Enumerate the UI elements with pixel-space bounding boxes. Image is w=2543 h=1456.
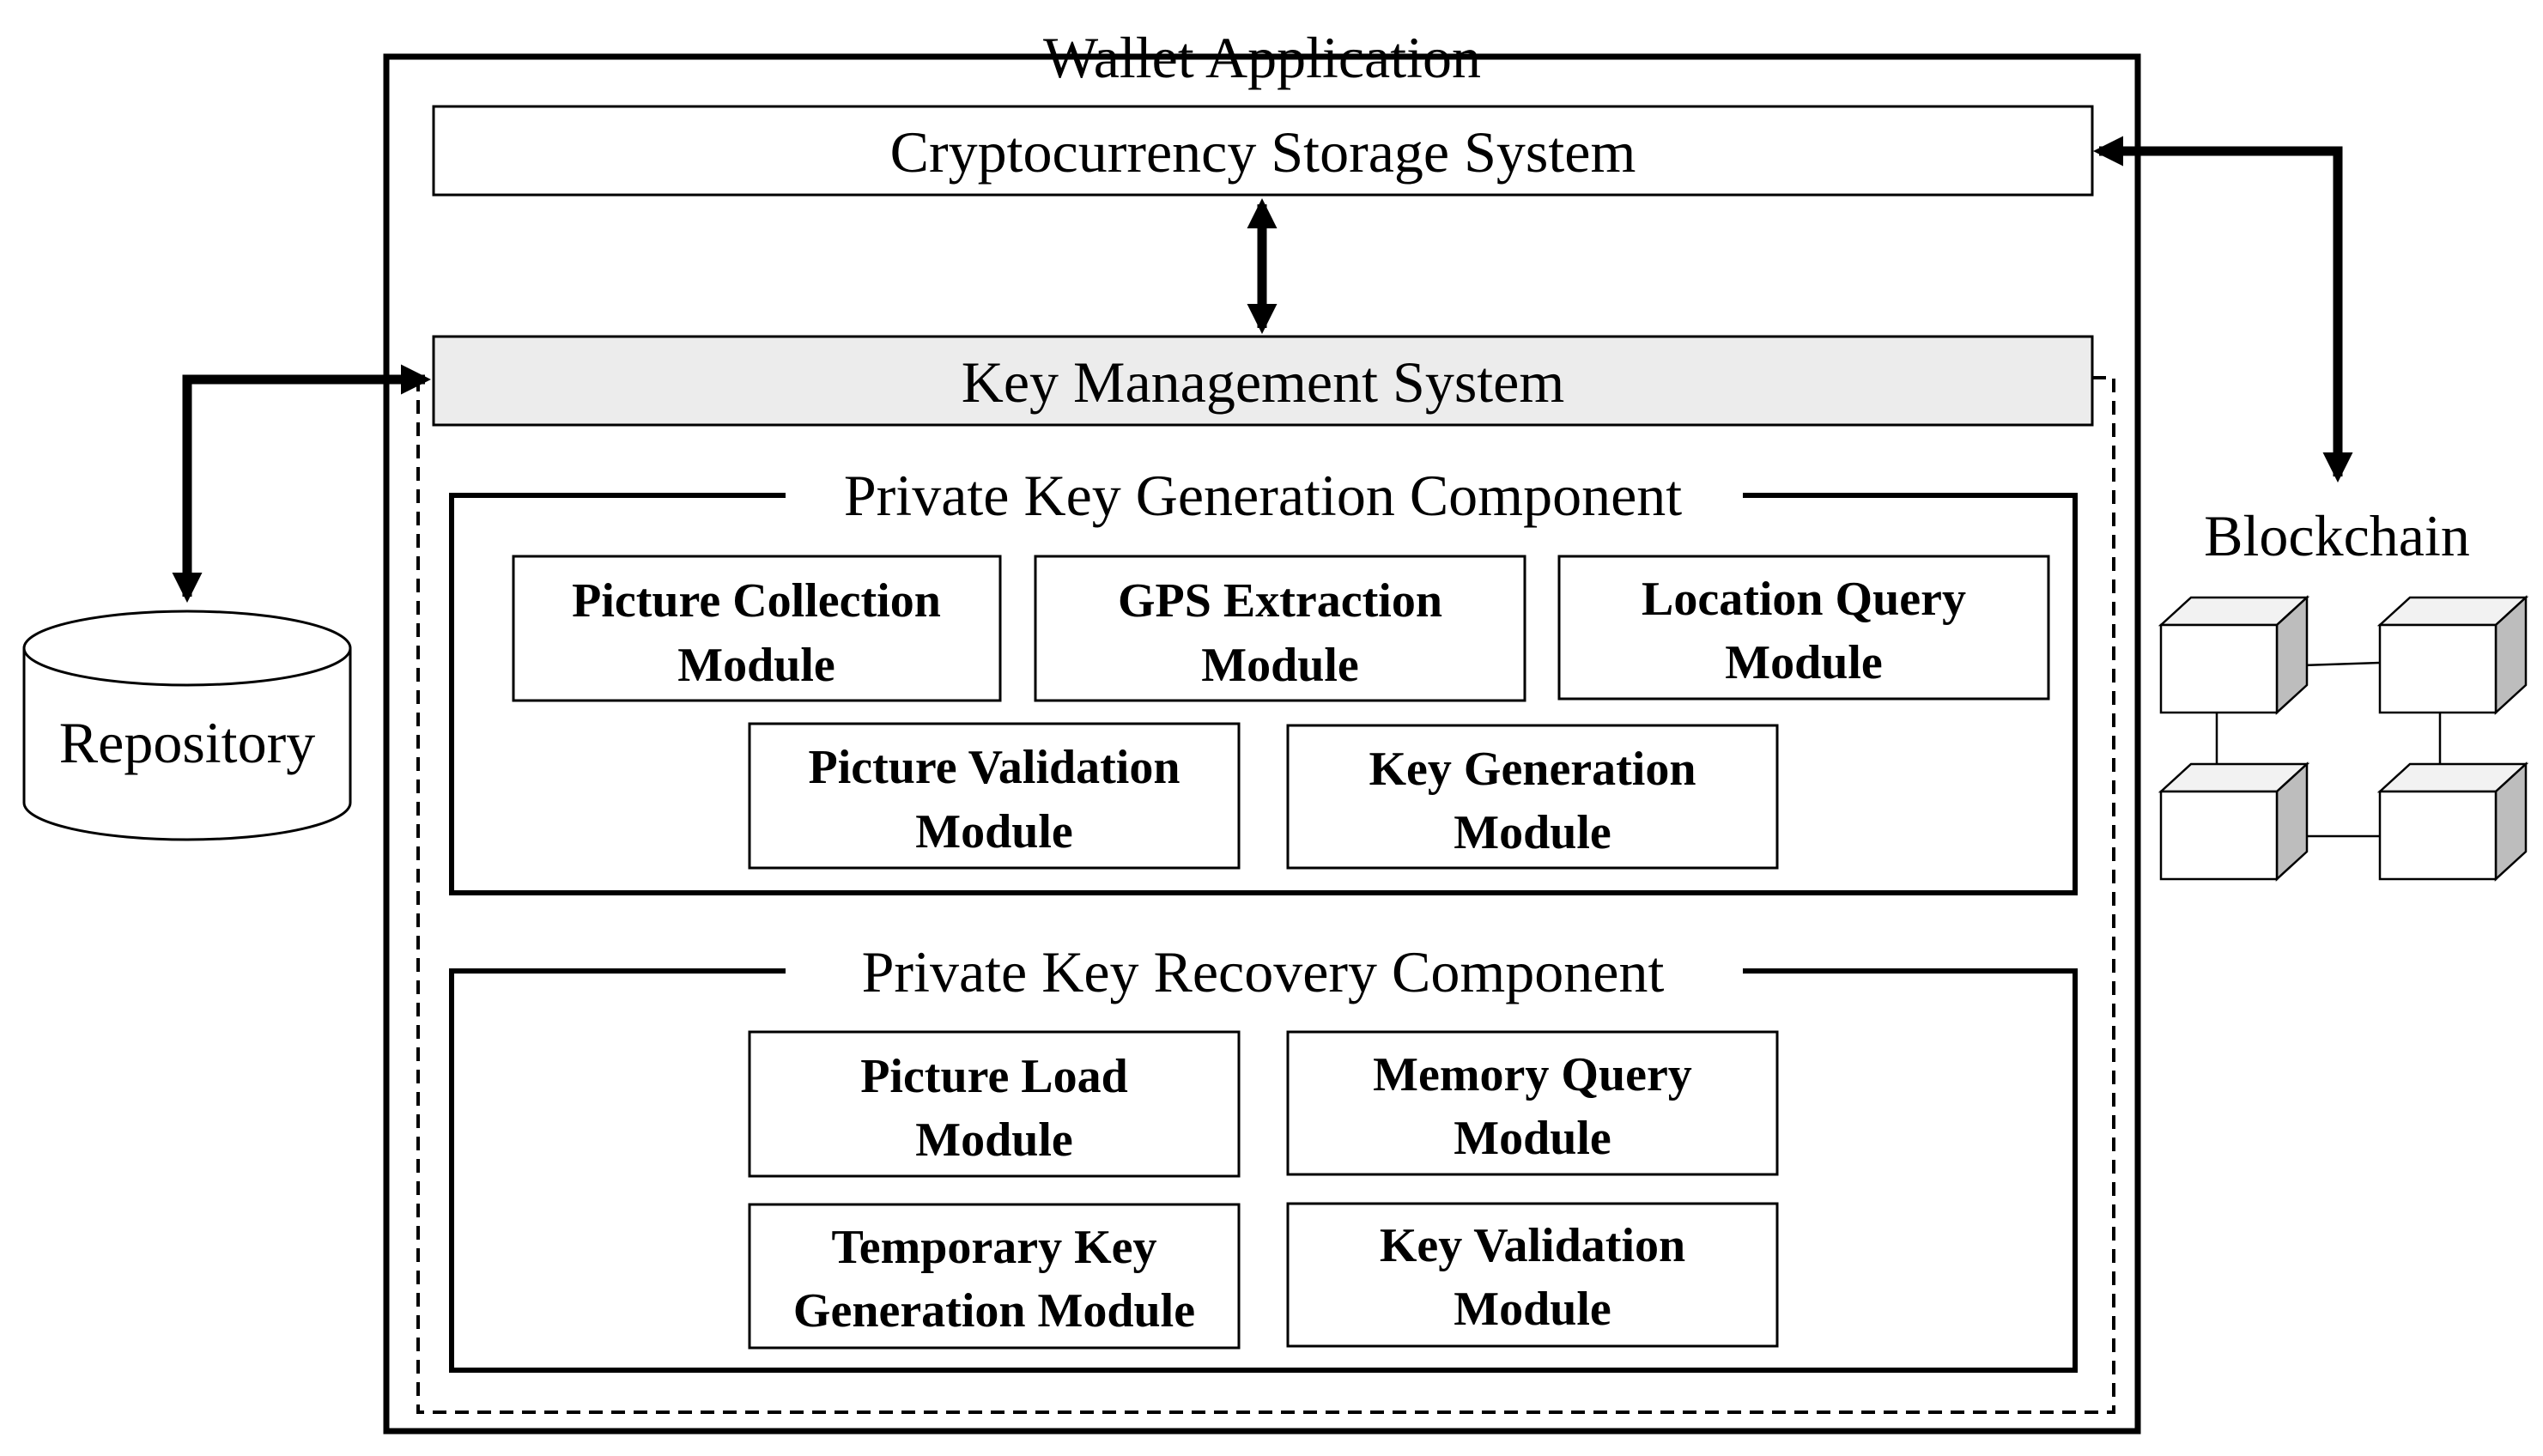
key-management-dashed-boundary (416, 376, 2115, 1414)
module-line: Module (1454, 806, 1611, 859)
recovery-component-title: Private Key Recovery Component (862, 939, 1665, 1004)
wallet-application-frame (383, 53, 2141, 1435)
module-line: Key Generation (1369, 743, 1696, 796)
wallet-application-title: Wallet Application (1043, 25, 1481, 90)
module-line: Module (1201, 639, 1359, 692)
module-line: Generation Module (793, 1284, 1195, 1338)
repository-label: Repository (59, 710, 315, 775)
module-temporary-key-generation: Temporary Key Generation Module (748, 1203, 1241, 1350)
module-line: Module (915, 805, 1073, 858)
module-line: Picture Validation (808, 741, 1180, 794)
module-picture-validation: Picture Validation Module (748, 722, 1241, 870)
module-picture-collection: Picture Collection Module (512, 555, 1002, 702)
module-line: Module (1725, 636, 1883, 689)
blockchain-block (2158, 595, 2310, 715)
module-location-query: Location Query Module (1557, 555, 2050, 701)
blockchain-block (2376, 595, 2529, 715)
blockchain-block (2376, 761, 2529, 882)
blockchain-network (2158, 595, 2529, 882)
module-line: Key Validation (1380, 1219, 1685, 1272)
module-memory-query: Memory Query Module (1286, 1030, 1779, 1176)
repository-cylinder (22, 610, 352, 841)
generation-component-title: Private Key Generation Component (844, 463, 1682, 528)
recovery-component-frame (449, 968, 2078, 1373)
generation-component-frame (449, 493, 2078, 895)
module-line: Picture Load (860, 1050, 1128, 1103)
blockchain-label: Blockchain (2204, 503, 2470, 568)
module-gps-extraction: GPS Extraction Module (1034, 555, 1526, 702)
module-line: Location Query (1642, 573, 1966, 626)
module-line: Picture Collection (572, 574, 941, 628)
module-line: Module (1454, 1283, 1611, 1336)
key-management-system-box (432, 335, 2094, 427)
module-line: Module (915, 1113, 1073, 1167)
module-line: Module (677, 639, 835, 692)
blockchain-block (2158, 761, 2310, 882)
module-key-generation: Key Generation Module (1286, 724, 1779, 870)
module-picture-load: Picture Load Module (748, 1030, 1241, 1178)
module-line: Module (1454, 1112, 1611, 1165)
module-line: Temporary Key (832, 1221, 1157, 1274)
module-key-validation: Key Validation Module (1286, 1202, 1779, 1348)
key-management-system-label: Key Management System (962, 349, 1565, 415)
module-line: GPS Extraction (1118, 574, 1442, 628)
cryptocurrency-storage-system-box (432, 105, 2094, 197)
blockchain-storage-arrow (2092, 136, 2353, 483)
cryptocurrency-storage-system-label: Cryptocurrency Storage System (890, 119, 1636, 185)
module-line: Memory Query (1373, 1048, 1692, 1101)
repository-key-management-arrow (172, 364, 432, 604)
